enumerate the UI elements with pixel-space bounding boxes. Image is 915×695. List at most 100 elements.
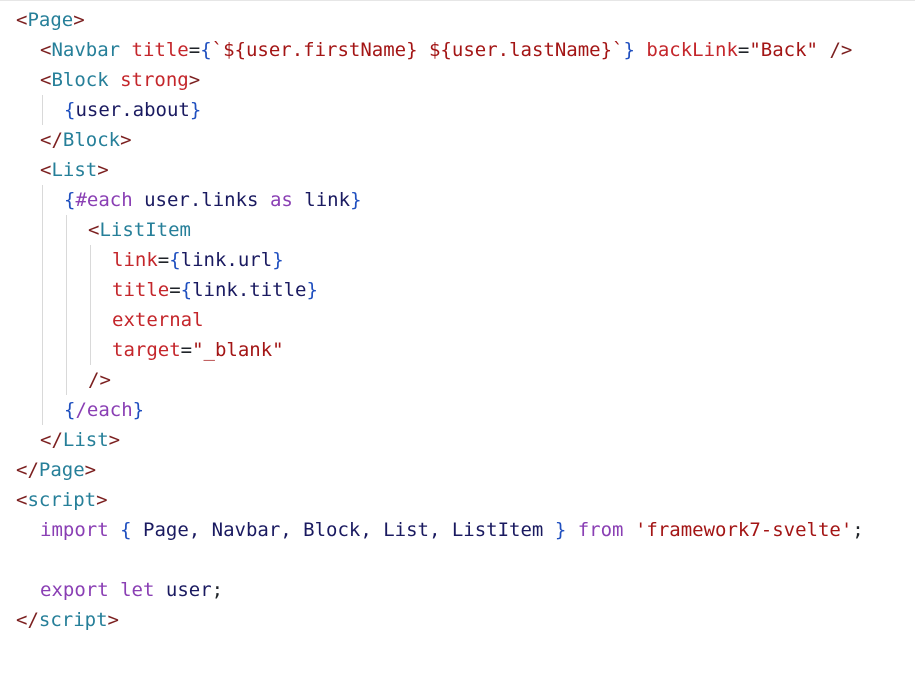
code-token: [109, 519, 120, 541]
code-token: user.about: [75, 99, 190, 121]
code-token: user.links: [144, 189, 259, 211]
code-line-12: target="_blank": [112, 335, 284, 365]
indent-guide: [42, 395, 43, 425]
code-token: link: [304, 189, 351, 211]
code-token: title: [112, 279, 170, 301]
code-line: target="_blank": [0, 335, 915, 365]
code-token: [259, 189, 270, 211]
code-token: as: [269, 189, 293, 211]
code-token: ListItem: [99, 219, 191, 241]
indent-guide: [42, 365, 43, 395]
code-token: external: [112, 309, 204, 331]
code-line: />: [0, 365, 915, 395]
code-token: import: [40, 519, 109, 541]
code-token: [624, 519, 635, 541]
code-token: </: [16, 609, 39, 631]
code-line-10: title={link.title}: [112, 275, 318, 305]
code-token: =: [180, 339, 193, 361]
code-token: =: [169, 279, 181, 301]
code-token: [132, 519, 143, 541]
code-line-13: />: [88, 365, 111, 395]
code-token: }: [306, 279, 318, 301]
code-token: target: [112, 339, 181, 361]
indent-guide: [66, 335, 67, 365]
code-token: >: [108, 429, 121, 451]
code-token: <: [16, 9, 28, 31]
code-token: [543, 519, 554, 541]
code-line-4: {user.about}: [64, 95, 201, 125]
code-token: [566, 519, 577, 541]
code-line: title={link.title}: [0, 275, 915, 305]
editor-top-border: [0, 0, 915, 7]
code-line: external: [0, 305, 915, 335]
indent-guide: [66, 215, 67, 245]
code-line: link={link.url}: [0, 245, 915, 275]
code-token: [109, 579, 120, 601]
indent-guide: [42, 275, 43, 305]
code-token: {: [200, 39, 212, 61]
code-token: <: [40, 159, 52, 181]
code-token: >: [97, 159, 109, 181]
code-token: [635, 39, 646, 61]
code-line-1: <Page>: [16, 5, 85, 35]
code-token: title: [131, 39, 189, 61]
code-token: =: [737, 39, 750, 61]
code-token: {: [64, 399, 76, 421]
code-token: link: [112, 249, 158, 271]
code-token: "_blank": [192, 339, 284, 361]
code-token: }: [132, 399, 145, 421]
code-line: <Navbar title={`${user.firstName} ${user…: [0, 35, 915, 65]
indent-guide: [42, 215, 43, 245]
code-line-3: <Block strong>: [40, 65, 200, 95]
code-token: export: [40, 579, 109, 601]
code-line: <Block strong>: [0, 65, 915, 95]
code-line: export let user;: [0, 575, 915, 605]
code-token: =: [188, 39, 201, 61]
indent-guide: [66, 275, 67, 305]
code-token: >: [107, 609, 119, 631]
code-token: Page, Navbar, Block, List, ListItem: [143, 519, 544, 541]
code-token: {: [169, 249, 181, 271]
code-line: </Block>: [0, 125, 915, 155]
code-line-14: {/each}: [64, 395, 144, 425]
code-token: Block: [51, 69, 109, 91]
indent-guide: [42, 245, 43, 275]
code-line-8: <ListItem: [88, 215, 191, 245]
code-token: from: [577, 519, 624, 541]
code-line-2: <Navbar title={`${user.firstName} ${user…: [40, 35, 852, 65]
indent-guide: [42, 305, 43, 335]
code-token: List: [62, 429, 109, 451]
code-token: <: [16, 489, 28, 511]
code-editor[interactable]: <Page> <Navbar title={`${user.firstName}…: [0, 5, 915, 635]
code-line-5: </Block>: [40, 125, 132, 155]
code-token: </: [16, 459, 39, 481]
code-token: let: [120, 579, 155, 601]
code-line-15: </List>: [40, 425, 120, 455]
code-line: <List>: [0, 155, 915, 185]
indent-guide: [42, 185, 43, 215]
indent-guide: [66, 365, 67, 395]
code-token: List: [51, 159, 98, 181]
code-token: link.title: [192, 279, 307, 301]
code-line: import { Page, Navbar, Block, List, List…: [0, 515, 915, 545]
indent-guide: [90, 275, 91, 305]
code-token: [293, 189, 304, 211]
indent-guide: [90, 305, 91, 335]
code-token: ;: [211, 579, 224, 601]
code-line: </List>: [0, 425, 915, 455]
code-token: }: [623, 39, 635, 61]
code-token: {: [64, 99, 76, 121]
code-token: />: [829, 39, 853, 61]
indent-guide: [42, 95, 43, 125]
code-line-20: export let user;: [40, 575, 223, 605]
code-line: {user.about}: [0, 95, 915, 125]
code-token: {: [120, 519, 132, 541]
code-line-16: </Page>: [16, 455, 96, 485]
code-token: [154, 579, 165, 601]
code-token: [120, 39, 131, 61]
code-line: </script>: [0, 605, 915, 635]
indent-guide: [90, 245, 91, 275]
code-line-11: external: [112, 305, 204, 335]
code-line: </Page>: [0, 455, 915, 485]
code-token: <: [88, 219, 100, 241]
